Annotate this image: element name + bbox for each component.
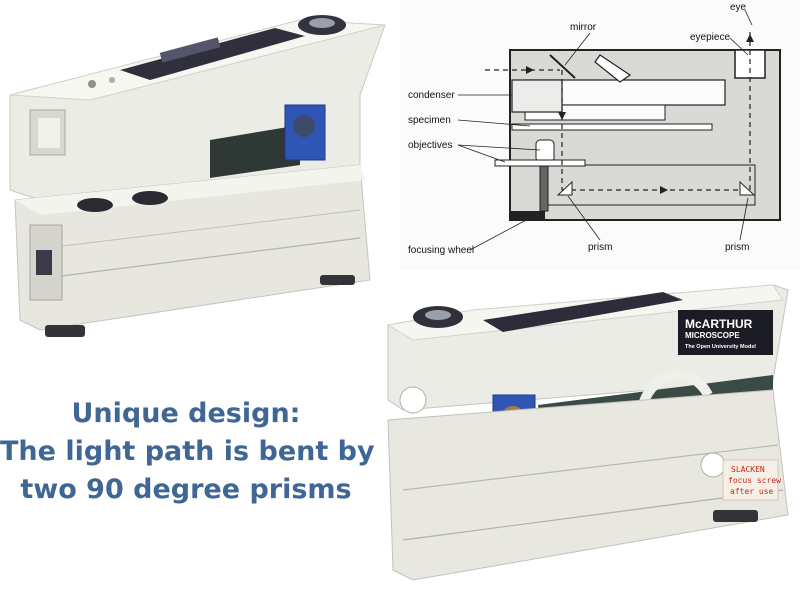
caption-line-1: Unique design: <box>71 398 301 429</box>
logo-line3: The Open University Model <box>685 344 756 350</box>
microscope-illustration-front <box>9 15 386 337</box>
warning-sticker <box>722 459 779 501</box>
sticker-line1: SLACKEN <box>731 465 765 474</box>
label-specimen: specimen <box>408 115 451 126</box>
microscope-photo-back: McARTHUR MICROSCOPE The Open University … <box>373 270 800 600</box>
light-path-diagram-svg: mirror eye eyepiece condenser specimen o… <box>408 2 781 256</box>
logo-line1: McARTHUR <box>685 317 753 331</box>
label-focusing-wheel: focusing wheel <box>408 245 474 256</box>
logo-line2: MICROSCOPE <box>685 331 740 340</box>
caption-block: Unique design: The light path is bent by… <box>0 395 375 509</box>
label-prism-left: prism <box>588 242 612 253</box>
manufacturer-logo-plate <box>678 310 773 355</box>
light-path-diagram: mirror eye eyepiece condenser specimen o… <box>400 0 800 270</box>
label-eye: eye <box>730 2 747 13</box>
caption-line-3: two 90 degree prisms <box>20 474 352 505</box>
label-condenser: condenser <box>408 90 455 101</box>
label-objectives: objectives <box>408 140 452 151</box>
sticker-line3: after use <box>730 487 774 496</box>
sticker-line2: focus screw <box>728 476 781 485</box>
label-prism-right: prism <box>725 242 749 253</box>
label-mirror: mirror <box>570 22 597 33</box>
label-eyepiece: eyepiece <box>690 32 730 43</box>
microscope-photo-front <box>0 0 397 360</box>
caption-line-2: The light path is bent by <box>0 436 375 467</box>
microscope-illustration-back: McARTHUR MICROSCOPE The Open University … <box>386 284 789 581</box>
